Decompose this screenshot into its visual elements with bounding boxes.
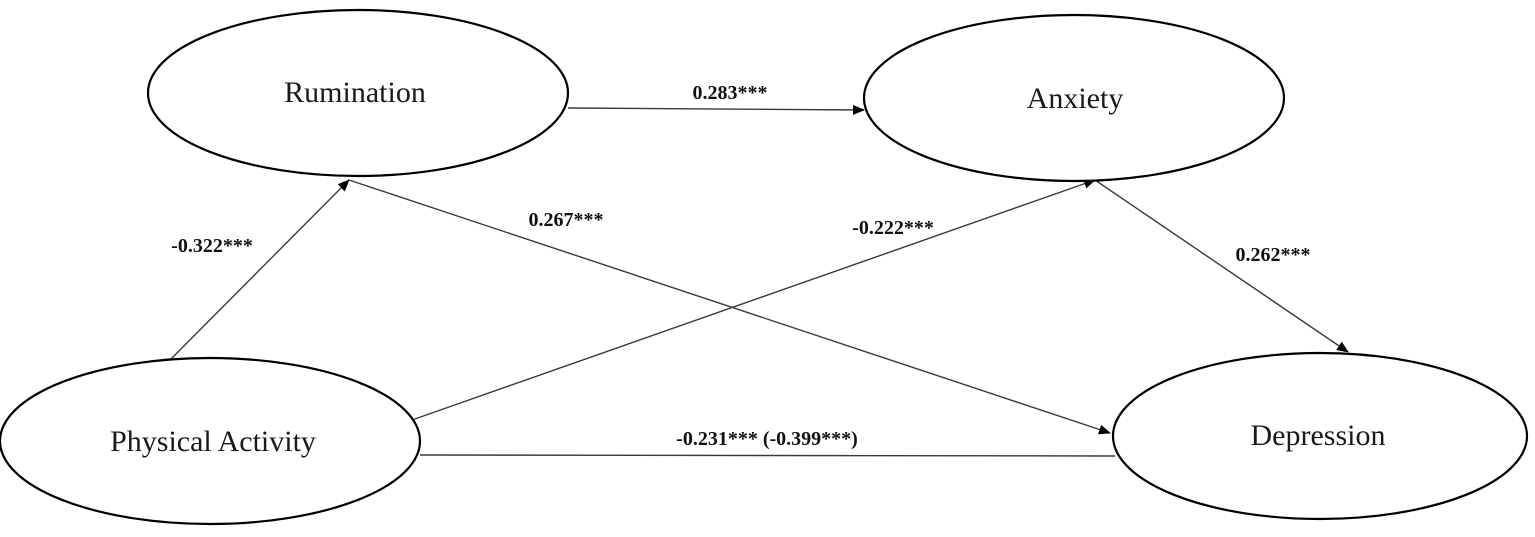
- label-physical-activity-to-anxiety: -0.222***: [852, 217, 934, 239]
- label-rumination-to-depression: 0.267***: [529, 209, 604, 231]
- node-anxiety-label: Anxiety: [1027, 82, 1124, 115]
- edge-rumination-to-depression: [348, 179, 1111, 435]
- node-anxiety: Anxiety: [862, 13, 1286, 183]
- edge-physical-activity-to-rumination: [167, 179, 350, 363]
- label-anxiety-to-depression: 0.262***: [1236, 244, 1311, 266]
- edge-physical-activity-to-anxiety: [411, 178, 1096, 421]
- node-rumination-label: Rumination: [284, 76, 426, 109]
- label-physical-activity-to-depression: -0.231*** (-0.399***): [676, 428, 858, 450]
- edge-rumination-to-anxiety: [567, 104, 865, 115]
- node-rumination: Rumination: [146, 8, 570, 178]
- label-physical-activity-to-rumination: -0.322***: [171, 235, 253, 257]
- edge-anxiety-to-depression: [1094, 179, 1349, 353]
- node-depression: Depression: [1111, 351, 1529, 521]
- edge-physical-activity-to-depression: [419, 454, 1116, 457]
- node-physical-activity-label: Physical Activity: [110, 425, 316, 458]
- label-rumination-to-anxiety: 0.283***: [693, 82, 768, 104]
- node-depression-label: Depression: [1251, 419, 1386, 452]
- node-physical-activity: Physical Activity: [0, 356, 422, 526]
